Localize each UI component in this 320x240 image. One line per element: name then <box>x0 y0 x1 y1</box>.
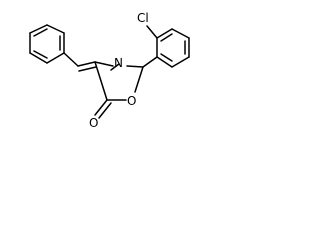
bond-double <box>78 66 97 72</box>
bond <box>29 52 48 64</box>
bond-double <box>110 63 120 71</box>
bond-double <box>98 102 112 119</box>
phenyl-ring-left <box>29 24 65 64</box>
oxazolone-ring <box>94 61 144 119</box>
bond <box>46 24 65 34</box>
bond <box>94 99 108 116</box>
bond <box>146 25 158 39</box>
ring-oxygen-atom-label: O <box>127 94 136 108</box>
bond <box>156 56 173 68</box>
nitrogen-atom-label: N <box>114 56 123 70</box>
bond <box>134 66 144 93</box>
carbonyl-oxygen-atom-label: O <box>89 116 98 130</box>
bond <box>46 52 65 64</box>
bond-inner <box>33 28 48 37</box>
chlorine-atom-label: Cl <box>137 11 149 25</box>
bond <box>156 28 173 39</box>
bond-inner <box>160 53 173 62</box>
bond <box>94 61 114 67</box>
bond <box>77 61 96 67</box>
bond <box>126 65 144 68</box>
bond <box>94 61 108 101</box>
bond <box>63 52 79 67</box>
bond <box>171 56 190 68</box>
structural-formula: Cl N O O <box>29 11 190 130</box>
bond <box>29 24 48 34</box>
bond-inner <box>33 50 48 59</box>
bond <box>142 56 158 68</box>
bond-inner <box>160 33 173 42</box>
chlorophenyl-ring <box>142 25 190 68</box>
bond <box>171 28 190 39</box>
